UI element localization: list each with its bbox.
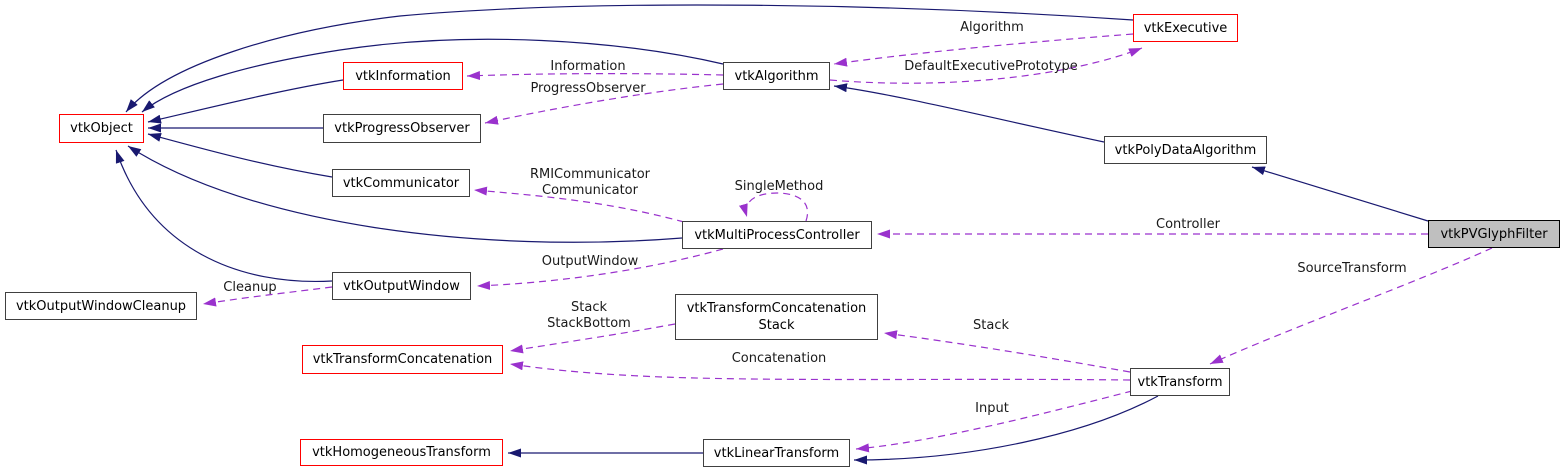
edge-vtkPolyDataAlgorithm-to-vtkAlgorithm [833,83,1105,143]
edge-vtkTransform-to-vtkLinearTransform [853,395,1159,465]
node-vtkTransform[interactable]: vtkTransform [1130,368,1230,396]
edge-vtkExecutive-to-vtkAlgorithm [833,33,1134,67]
edge-vtkMultiProcessController-to-vtkCommunicator [473,186,685,223]
edge-vtkAlgorithm-to-vtkExecutive [829,47,1143,84]
edge-vtkMultiProcessController-to-vtkOutputWindow [476,248,724,290]
node-vtkLinearTransform[interactable]: vtkLinearTransform [703,439,850,467]
edge-vtkAlgorithm-to-vtkInformation [466,71,724,81]
edge-vtkInformation-to-vtkObject [147,79,344,124]
edge-vtkTransform-to-vtkLinearTransform [855,390,1133,453]
edge-vtkMultiProcessController-to-vtkObject [127,145,683,243]
node-vtkExecutive[interactable]: vtkExecutive [1133,14,1238,42]
node-vtkTransformConcatenation[interactable]: vtkTransformConcatenation [302,345,503,374]
node-vtkTransformConcatenationStack[interactable]: vtkTransformConcatenation Stack [675,294,878,340]
node-vtkInformation[interactable]: vtkInformation [343,62,463,90]
node-vtkObject[interactable]: vtkObject [59,114,144,143]
node-vtkAlgorithm[interactable]: vtkAlgorithm [723,62,830,90]
edge-vtkTransformConcatenationStack-to-vtkTransformConcatenation [509,323,676,354]
edge-vtkPVGlyphFilter-to-vtkPolyDataAlgorithm [1251,166,1429,222]
node-vtkPVGlyphFilter[interactable]: vtkPVGlyphFilter [1428,220,1560,248]
node-vtkOutputWindow[interactable]: vtkOutputWindow [332,272,471,300]
node-vtkHomogeneousTransform[interactable]: vtkHomogeneousTransform [300,439,503,466]
edge-vtkMultiProcessController-to-vtkMultiProcessController [739,192,809,222]
node-vtkMultiProcessController[interactable]: vtkMultiProcessController [682,221,872,249]
edge-vtkAlgorithm-to-vtkObject [141,38,724,113]
node-vtkProgressObserver[interactable]: vtkProgressObserver [323,114,481,143]
node-vtkCommunicator[interactable]: vtkCommunicator [332,169,470,197]
edge-vtkPVGlyphFilter-to-vtkTransform [1209,247,1493,365]
edge-vtkCommunicator-to-vtkObject [147,133,333,178]
edge-vtkExecutive-to-vtkObject [125,4,1134,113]
edge-vtkTransform-to-vtkTransformConcatenationStack [883,330,1131,373]
edge-vtkOutputWindow-to-vtkOutputWindowCleanup [202,286,333,307]
edge-group [115,4,1493,465]
edge-vtkTransform-to-vtkTransformConcatenation [509,361,1131,381]
node-vtkPolyDataAlgorithm[interactable]: vtkPolyDataAlgorithm [1104,136,1267,164]
node-vtkOutputWindowCleanup[interactable]: vtkOutputWindowCleanup [5,292,197,320]
edge-vtkAlgorithm-to-vtkProgressObserver [484,83,724,125]
edge-vtkOutputWindow-to-vtkObject [115,149,333,283]
